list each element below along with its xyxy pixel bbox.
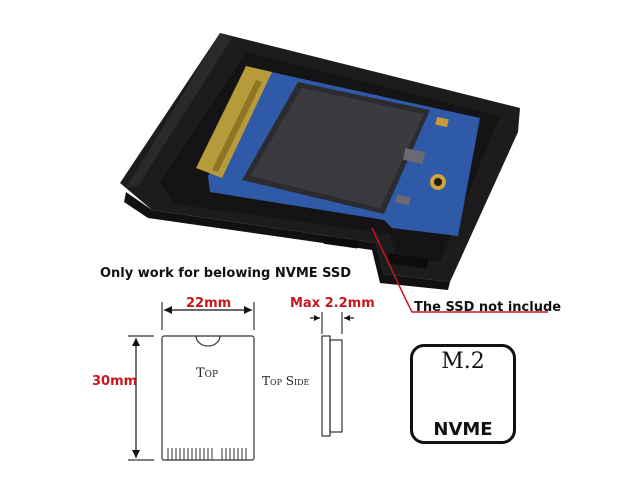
ssd-outline-front: [161, 335, 255, 461]
edge-pins: [167, 448, 247, 460]
pointer-line: [371, 227, 548, 313]
dimension-drawing-side: [310, 312, 354, 437]
top-side-label: Top Side: [262, 374, 310, 388]
ssd-outline-side: [321, 335, 331, 437]
height-label: 30mm: [92, 374, 138, 389]
badge-title: M.2: [441, 349, 485, 374]
not-included-note: The SSD not include: [414, 300, 562, 315]
badge-label: NVME: [433, 419, 493, 440]
compatibility-note: Only work for belowing NVME SSD: [100, 266, 352, 281]
width-label: 22mm: [186, 296, 232, 311]
m2-nvme-badge: M.2 NVME: [410, 344, 516, 444]
ssd-board: [196, 66, 480, 236]
dimension-drawing-front: [128, 302, 255, 461]
top-label: Top: [196, 366, 219, 381]
thickness-label: Max 2.2mm: [290, 296, 375, 311]
